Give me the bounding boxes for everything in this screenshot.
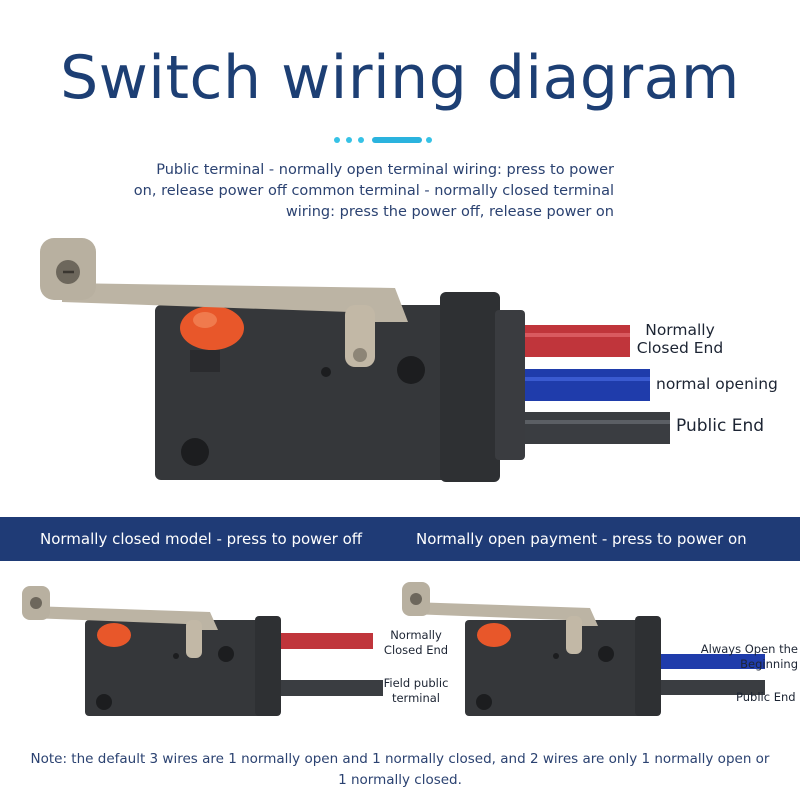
- roller: [22, 586, 50, 620]
- lever-arm: [30, 606, 218, 658]
- wire-red: [515, 325, 630, 357]
- label-public-end: Public End: [676, 416, 765, 436]
- dot-icon: [334, 137, 340, 143]
- actuator-button: [97, 623, 131, 647]
- wire-black: [655, 680, 765, 695]
- actuator-button: [477, 623, 511, 647]
- wire-blue: [515, 369, 650, 401]
- label-field-public-terminal: Field public terminal: [383, 676, 449, 705]
- wiring-description: Public terminal - normally open terminal…: [133, 162, 614, 220]
- dot-icon: [346, 137, 352, 143]
- label-normal-opening: normal opening: [656, 375, 778, 393]
- lever-arm: [410, 602, 598, 654]
- switch-body: [155, 292, 525, 482]
- switch-body: [465, 616, 661, 716]
- dot-icon: [358, 137, 364, 143]
- lever-arm: [62, 283, 408, 367]
- label-always-open-beginning: Always Open the Beginning: [700, 642, 798, 671]
- dot-icon: [426, 137, 432, 143]
- wire-red: [275, 633, 373, 649]
- roller: [40, 238, 96, 300]
- actuator-button: [180, 306, 244, 350]
- label-public-end-small: Public End: [736, 690, 796, 704]
- banner-normally-open: Normally open payment - press to power o…: [416, 530, 747, 548]
- wire-black: [275, 680, 383, 696]
- banner-normally-closed: Normally closed model - press to power o…: [40, 530, 363, 548]
- wire-blue: [655, 654, 765, 669]
- switch-body: [85, 616, 281, 716]
- footer-note: Note: the default 3 wires are 1 normally…: [30, 751, 770, 788]
- label-normally-closed-end-small: Normally Closed End: [383, 628, 449, 657]
- dash-icon: [372, 137, 422, 143]
- page-title: Switch wiring diagram: [60, 43, 740, 113]
- roller: [402, 582, 430, 616]
- model-banner: Normally closed model - press to power o…: [0, 517, 800, 561]
- wire-black: [515, 412, 670, 444]
- label-normally-closed-end: Normally Closed End: [636, 321, 724, 357]
